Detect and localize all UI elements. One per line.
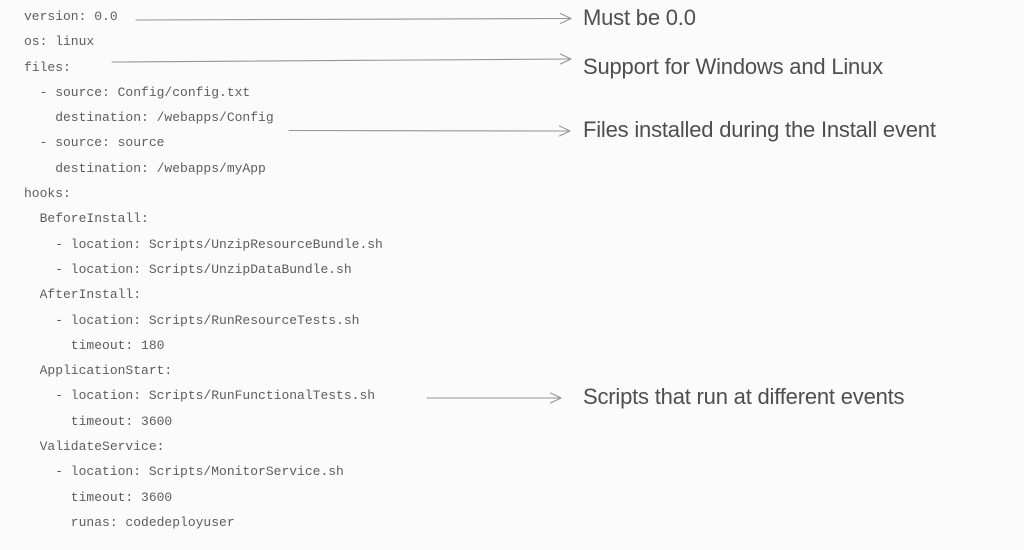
annotation-files-install-event: Files installed during the Install event: [583, 117, 936, 142]
code-line-hooks: hooks:: [24, 186, 71, 202]
code-line: timeout: 3600: [24, 413, 173, 429]
code-line: - source: source: [24, 135, 165, 151]
code-line-version: version: 0.0: [24, 9, 118, 24]
code-line: timeout: 3600: [24, 489, 173, 505]
code-line-files: files:: [24, 59, 71, 75]
code-line: ValidateService:: [24, 439, 165, 455]
code-line: - location: Scripts/RunResourceTests.sh: [24, 312, 360, 328]
code-line: - source: Config/config.txt: [24, 84, 251, 100]
right-arrow-icon: [426, 392, 562, 404]
annotation-os-support: Support for Windows and Linux: [583, 54, 883, 79]
code-line: timeout: 180: [24, 337, 165, 353]
code-line: destination: /webapps/myApp: [24, 160, 266, 176]
code-line: runas: codedeployuser: [24, 514, 235, 530]
annotation-hook-scripts: Scripts that run at different events: [583, 384, 905, 409]
code-line-os: os: linux: [24, 34, 95, 50]
yaml-code-block: version: 0.0 os: linux files: - source: …: [24, 4, 383, 535]
code-line: destination: /webapps/Config: [24, 110, 274, 126]
code-line: ApplicationStart:: [24, 363, 173, 379]
code-line: - location: Scripts/UnzipDataBundle.sh: [24, 261, 352, 277]
code-line: - location: Scripts/UnzipResourceBundle.…: [24, 236, 383, 252]
code-line: - location: Scripts/RunFunctionalTests.s…: [24, 388, 376, 404]
code-line: AfterInstall:: [24, 287, 142, 303]
annotation-must-be-0-0: Must be 0.0: [583, 5, 696, 30]
code-line: - location: Scripts/MonitorService.sh: [24, 464, 344, 480]
code-line: BeforeInstall:: [24, 211, 149, 227]
